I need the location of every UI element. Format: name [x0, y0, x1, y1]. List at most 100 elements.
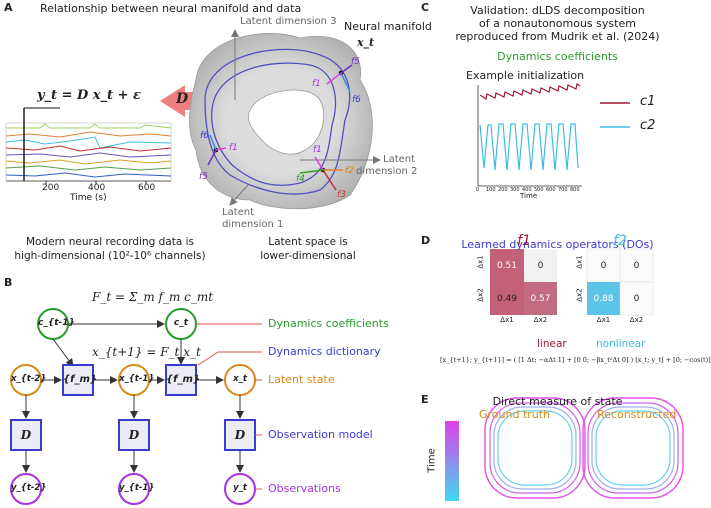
legend-observation-model: Observation model: [268, 428, 373, 441]
arrow-label-d: D: [176, 91, 189, 107]
f-label: f6: [352, 95, 361, 105]
x-node: x_t: [233, 374, 247, 384]
panel-label-e: E: [421, 393, 429, 406]
neural-manifold-label: Neural manifold: [344, 20, 432, 33]
neural-manifold: [189, 29, 381, 210]
d-box: D: [234, 428, 246, 442]
row-label: Δx1: [476, 255, 485, 269]
d-box: D: [128, 428, 140, 442]
do-matrices: [490, 248, 654, 316]
f-label: f6: [200, 131, 209, 141]
col-label: Δx1: [500, 316, 514, 324]
matrix-cell: 0: [633, 261, 640, 271]
dynamics-update-equation: x_{t+1} = F_t x_t: [92, 345, 201, 359]
x-node: x_{t-2}: [11, 374, 47, 384]
legend-observations: Observations: [268, 482, 341, 495]
figure-canvas: [5, 29, 684, 505]
c-t-node: c_t: [173, 318, 189, 328]
matrix-cell: 0.88: [593, 294, 614, 304]
panel-c-title-1: Validation: dLDS decomposition: [470, 4, 645, 17]
latent-dim-1b: dimension 1: [222, 219, 284, 230]
legend-dynamics-coefficients: Dynamics coefficients: [268, 317, 389, 330]
f-label: f5: [351, 57, 360, 67]
panel-d-title: Learned dynamics operators (DOs): [461, 238, 654, 251]
latent-dim-2b: dimension 2: [356, 166, 418, 177]
col-label: Δx2: [629, 316, 644, 324]
panel-label-c: C: [421, 1, 430, 14]
system-equation: [x_{t+1}; y_{t+1}] = ( [1 Δt; −αΔt 1] + …: [440, 356, 711, 364]
plot-tick: 700: [558, 187, 568, 193]
panel-c-title-2: of a nonautonomous system: [479, 17, 636, 30]
xt-label: x_t: [357, 36, 375, 49]
ground-truth-label: Ground truth: [479, 408, 551, 421]
y-node: y_{t-2}: [11, 483, 47, 493]
f-box: {f_m}: [166, 374, 201, 385]
caption-right-2: lower-dimensional: [260, 250, 356, 262]
nonlinear-label: nonlinear: [596, 338, 646, 350]
row-label: Δx1: [575, 255, 584, 269]
plot-tick: 0: [476, 187, 480, 193]
neural-traces: [5, 107, 172, 184]
matrix-cell: 0.49: [496, 294, 518, 304]
state-trajectories: [445, 397, 684, 501]
f1-matrix-title: f1: [517, 233, 531, 249]
col-label: Δx2: [533, 316, 548, 324]
traces-tick-400: 400: [88, 183, 106, 193]
example-initialization: Example initialization: [466, 69, 585, 82]
plot-tick: 800: [570, 187, 580, 193]
panel-label-a: A: [4, 1, 13, 14]
caption-left-2: high-dimensional (10²-10⁶ channels): [14, 250, 206, 262]
x-node: x_{t-1}: [119, 374, 155, 384]
plot-tick: 100: [486, 187, 496, 193]
legend-c2: c2: [640, 118, 656, 133]
f-label: f2: [345, 166, 354, 176]
panel-label-b: B: [4, 276, 13, 289]
plot-tick: 400: [522, 187, 532, 193]
matrix-cell: 0: [600, 261, 607, 271]
d-box: D: [20, 428, 32, 442]
f-label: f1: [313, 145, 322, 155]
traces-time-axis: Time (s): [70, 193, 107, 203]
y-node: y_{t-1}: [119, 483, 155, 493]
matrix-cell: 0: [633, 294, 640, 304]
legend-latent-state: Latent state: [268, 373, 335, 386]
latent-dim-2a: Latent: [383, 154, 416, 165]
f-label: f4: [296, 174, 305, 184]
f2-matrix-title: f2: [613, 233, 627, 249]
caption-right-1: Latent space is: [268, 236, 348, 248]
coefficients-plot: [477, 83, 630, 187]
dynamics-sum-equation: F_t = Σ_m f_m c_mt: [92, 290, 214, 304]
reconstructed-label: Reconstructed: [597, 408, 677, 421]
traces-tick-200: 200: [42, 183, 60, 193]
c-prev-node: c_{t-1}: [38, 318, 75, 328]
graphical-model: [10, 308, 262, 505]
panel-label-d: D: [421, 234, 431, 247]
panel-a-title: Relationship between neural manifold and…: [40, 2, 302, 15]
caption-left-1: Modern neural recording data is: [26, 236, 194, 248]
panel-c-title-3: reproduced from Mudrik et al. (2024): [455, 30, 660, 43]
f-label: f1: [312, 79, 321, 89]
panel-e-title: Direct measure of state: [492, 395, 623, 408]
f-label: f1: [229, 143, 238, 153]
col-label: Δx1: [596, 316, 611, 324]
plot-tick: 300: [510, 187, 520, 193]
plot-tick: 500: [534, 187, 544, 193]
plot-time-axis: Time: [520, 192, 538, 200]
matrix-cell: 0.51: [496, 261, 518, 271]
matrix-cell: 0.57: [530, 294, 551, 304]
f-label: f3: [337, 190, 346, 200]
f-label: f5: [199, 172, 208, 182]
traces-tick-600: 600: [138, 183, 156, 193]
row-label: Δx2: [575, 288, 584, 302]
matrix-cell: 0: [537, 261, 544, 271]
latent-dim-1a: Latent: [222, 207, 255, 218]
colorbar-label: Time: [426, 448, 438, 473]
y-node: y_t: [233, 483, 247, 493]
linear-label: linear: [537, 338, 567, 350]
observation-equation: y_t = D x_t + ε: [37, 88, 141, 103]
latent-dim-3: Latent dimension 3: [240, 16, 337, 27]
legend-c1: c1: [640, 94, 656, 109]
legend-dynamics-dictionary: Dynamics dictionary: [268, 345, 381, 358]
row-label: Δx2: [476, 288, 485, 302]
f-box: {f_m}: [63, 374, 98, 385]
